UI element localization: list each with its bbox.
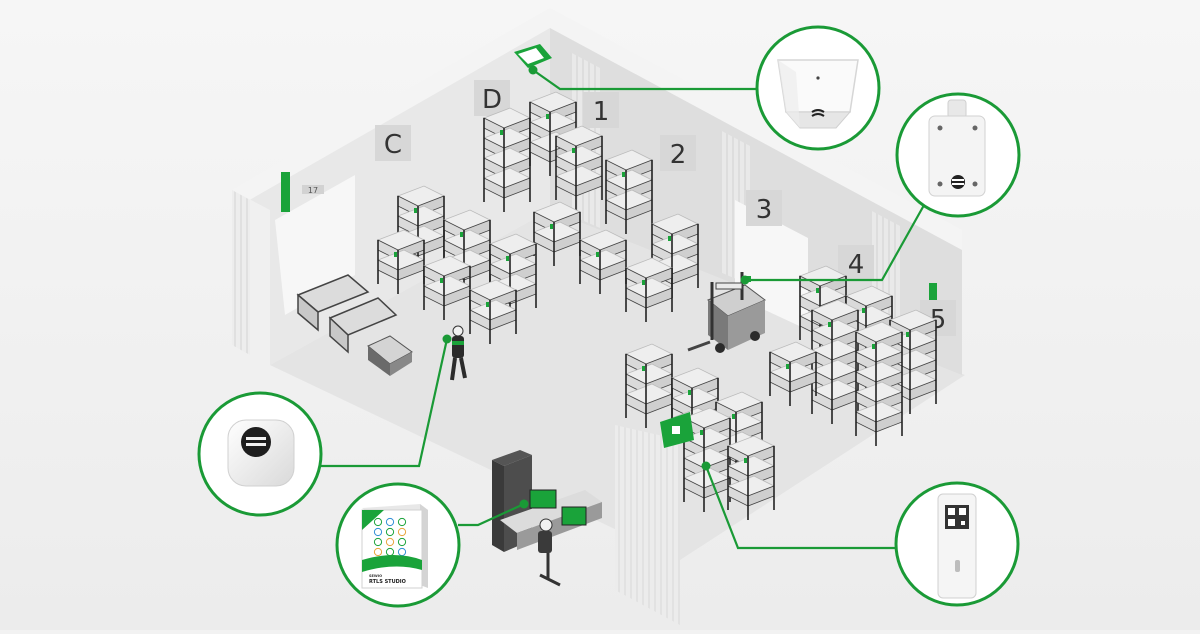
asset-tag-callout	[894, 481, 1020, 607]
rack-unit	[605, 149, 653, 234]
svg-text:3: 3	[756, 195, 773, 225]
wall-anchor-marker	[281, 172, 290, 212]
rack-unit	[533, 201, 581, 266]
ceiling-anchor-icon	[777, 59, 859, 129]
trolley-carts	[296, 274, 398, 354]
back-right-wall-top	[550, 8, 962, 250]
floor-machine	[367, 335, 413, 376]
connector-dots	[442, 65, 750, 509]
software-box-icon: SEWIO RTLS STUDIO	[361, 504, 428, 589]
asset-anchor-marker	[660, 412, 694, 448]
zone-label-1: 1	[583, 92, 619, 128]
wall-anchor-icon	[928, 99, 986, 197]
connector-wall-anchor	[745, 197, 929, 282]
svg-text:4: 4	[848, 250, 865, 280]
door-plate	[302, 185, 324, 194]
worker-figure	[450, 325, 467, 381]
connector-software	[458, 502, 525, 527]
zone-label-3: 3	[746, 190, 782, 226]
svg-text:2: 2	[670, 140, 687, 170]
svg-text:D: D	[482, 85, 502, 115]
connector-personnel-tag	[320, 338, 449, 468]
software-title: RTLS STUDIO	[369, 579, 406, 585]
rack-unit	[625, 257, 673, 322]
svg-text:1: 1	[593, 97, 610, 127]
personnel-tag-callout	[197, 391, 323, 517]
rack-unit	[377, 229, 425, 294]
door-plate-text: 17	[308, 186, 318, 195]
anchor-wall-callout	[895, 92, 1021, 218]
software-brand: SEWIO	[369, 574, 382, 578]
zone-label-2: 2	[660, 135, 696, 171]
rack-unit	[555, 125, 603, 210]
zone-label-c: C	[375, 125, 411, 161]
connector-ceiling-anchor	[532, 69, 758, 91]
rtls-studio-callout: SEWIO RTLS STUDIO	[335, 482, 461, 608]
personnel-tag-icon	[227, 419, 295, 487]
back-left-wall-top	[232, 8, 550, 210]
ceiling-anchor-marker	[514, 44, 552, 68]
storage-racks	[377, 91, 937, 520]
connector-asset-tag	[704, 465, 897, 550]
svg-text:C: C	[384, 130, 402, 160]
connector-lines	[320, 69, 929, 550]
rack-unit	[469, 279, 517, 344]
anchor-ceiling-callout	[755, 25, 881, 151]
rack-unit	[727, 435, 775, 520]
asset-tag-icon	[937, 493, 977, 599]
rack-unit	[483, 107, 531, 212]
forklift	[687, 272, 766, 353]
rack-unit	[855, 321, 903, 446]
rack-unit	[769, 341, 817, 406]
rack-unit	[423, 255, 471, 320]
control-station	[492, 450, 602, 587]
